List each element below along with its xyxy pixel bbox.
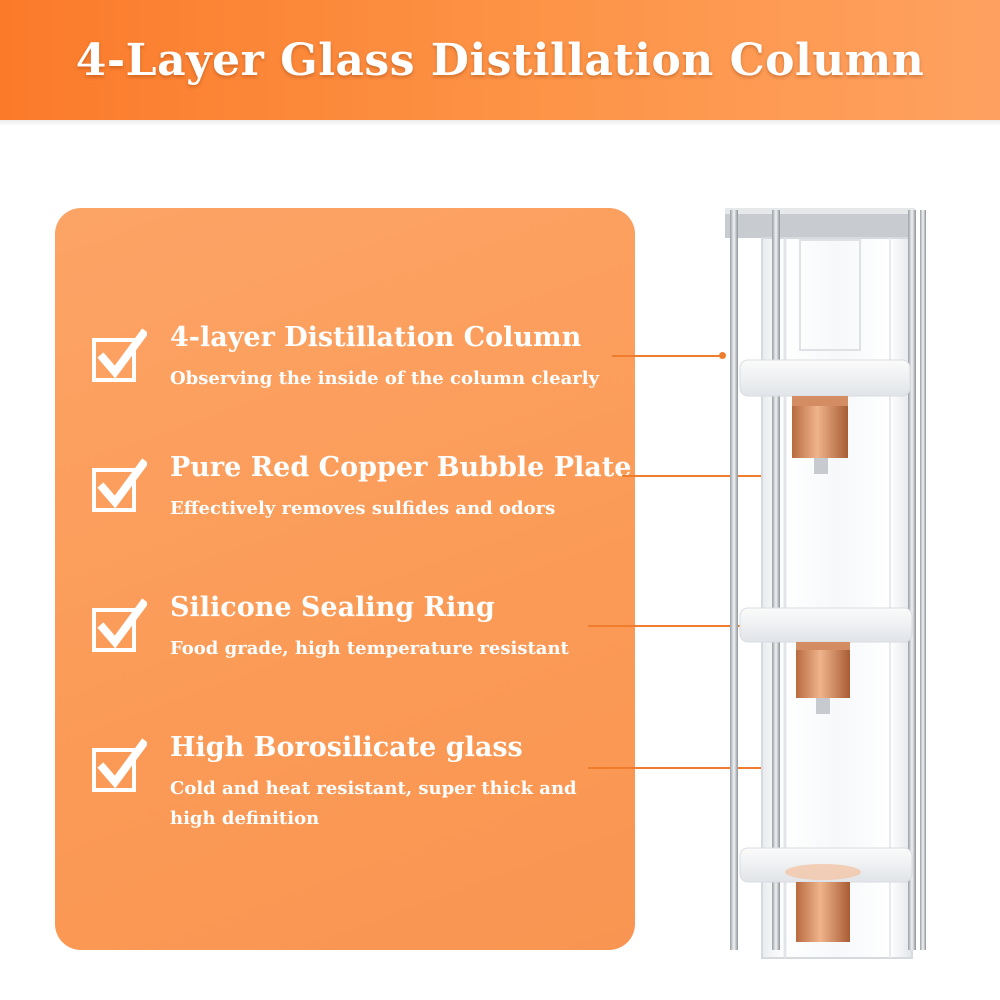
checkmark-icon [92, 738, 147, 792]
callout-dot [719, 352, 726, 359]
feature-description: Cold and heat resistant, super thick and… [170, 778, 577, 829]
page-title: 4-Layer Glass Distillation Column [75, 34, 925, 86]
checkmark-icon [92, 328, 147, 382]
header-banner: 4-Layer Glass Distillation Column [0, 0, 1000, 120]
distillation-column-illustration [725, 208, 926, 959]
feature-description: Effectively removes sulfides and odors [170, 498, 556, 519]
feature-description: Observing the inside of the column clear… [170, 368, 600, 389]
checkmark-icon [92, 598, 147, 652]
checkmark-icon [92, 458, 147, 512]
callout-line [588, 625, 820, 627]
feature-description: Food grade, high temperature resistant [170, 638, 569, 659]
callout-line [588, 767, 820, 769]
feature-title: Silicone Sealing Ring [170, 592, 495, 623]
feature-title: 4-layer Distillation Column [170, 322, 582, 353]
feature-title: High Borosilicate glass [170, 732, 523, 763]
callout-line [612, 355, 722, 357]
feature-panel: 4-layer Distillation Column Observing th… [55, 208, 635, 950]
feature-title: Pure Red Copper Bubble Plate [170, 452, 632, 483]
callout-line [622, 475, 822, 477]
banner-shadow [0, 120, 1000, 126]
